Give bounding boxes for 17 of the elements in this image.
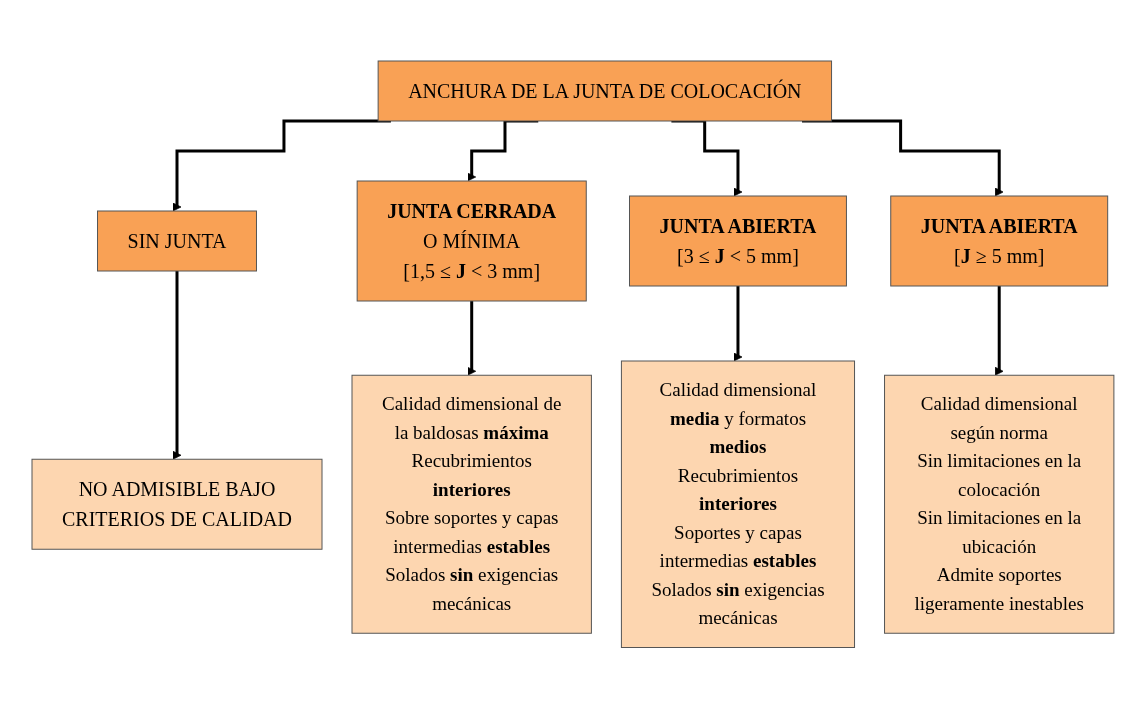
node-box: SIN JUNTA xyxy=(96,210,257,272)
node-box: JUNTA ABIERTA [J ≥ 5 mm] xyxy=(889,195,1108,287)
node-box: Calidad dimensional según norma Sin limitaciones en la colocación Sin limitaciones en la ubicación Admite soportes ligeramente inestables xyxy=(883,374,1114,634)
arrow xyxy=(994,284,1004,376)
node-box: ANCHURA DE LA JUNTA DE COLOCACIÓN xyxy=(377,60,832,122)
arrow xyxy=(466,299,476,376)
arrow xyxy=(733,284,742,362)
node-box: JUNTA ABIERTA [3 ≤ J < 5 mm] xyxy=(628,195,847,287)
arrow xyxy=(172,269,181,460)
node-box: JUNTA CERRADA O MÍNIMA [1,5 ≤ J < 3 mm] xyxy=(356,180,587,302)
node-box: Calidad dimensional media y formatos medios Recubrimientos interiores Soportes y capas intermedias estables Solados sin exigencias mecánicas xyxy=(620,360,855,648)
arrow xyxy=(172,119,391,212)
arrow xyxy=(801,119,1004,197)
node-box: NO ADMISIBLE BAJO CRITERIOS DE CALIDAD xyxy=(31,458,323,550)
arrow xyxy=(466,119,538,182)
arrow xyxy=(670,119,742,197)
node-box: Calidad dimensional de la baldosas máxima Recubrimientos interiores Sobre soportes y capas intermedias estables Solados sin exigencias mecánicas xyxy=(351,374,592,634)
